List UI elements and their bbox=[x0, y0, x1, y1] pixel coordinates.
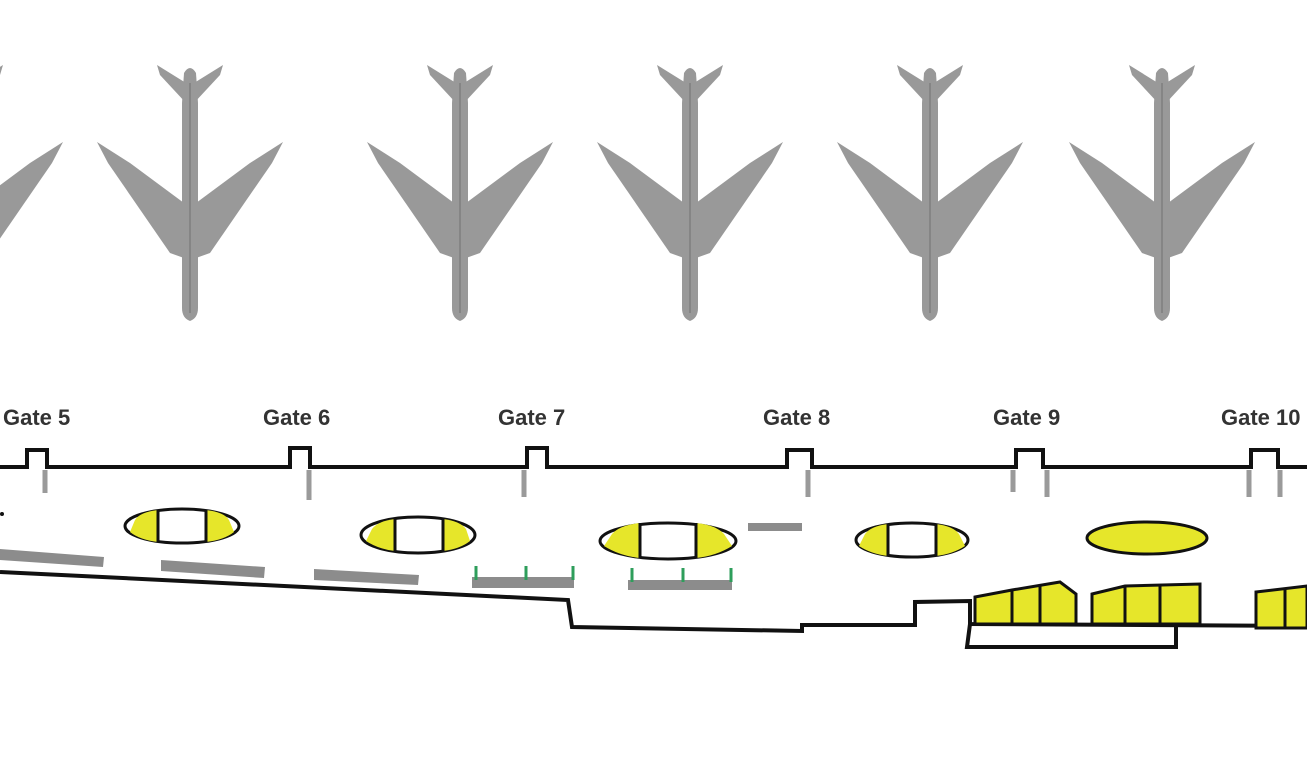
gate-labels: Gate 5 Gate 6 Gate 7 Gate 8 Gate 9 Gate … bbox=[3, 405, 1301, 430]
terminal-wall-bottom bbox=[0, 570, 1307, 634]
jet-bridges bbox=[42, 470, 1283, 500]
retail-units bbox=[973, 580, 1307, 630]
seating-pod-icon bbox=[854, 521, 970, 559]
airplane-icon bbox=[1069, 65, 1255, 321]
airplane-icon bbox=[97, 65, 283, 321]
gate-label: Gate 9 bbox=[993, 405, 1060, 430]
airplane-icon bbox=[0, 65, 63, 321]
retail-unit-icon bbox=[1254, 584, 1307, 630]
queue-posts bbox=[474, 566, 733, 582]
seating-pod-icon bbox=[359, 515, 477, 555]
gate-label: Gate 5 bbox=[3, 405, 70, 430]
gate-label: Gate 7 bbox=[498, 405, 565, 430]
retail-unit-icon bbox=[1090, 582, 1202, 626]
seating-pod-icon bbox=[598, 521, 738, 561]
gate-label: Gate 6 bbox=[263, 405, 330, 430]
airplane-icon bbox=[837, 65, 1023, 321]
aircraft-row bbox=[0, 65, 1255, 321]
counters bbox=[0, 523, 802, 590]
retail-unit-icon bbox=[973, 580, 1078, 626]
gate-label: Gate 10 bbox=[1221, 405, 1301, 430]
service-bay bbox=[964, 623, 1178, 649]
wall-marker bbox=[0, 512, 4, 516]
terminal-wall-top bbox=[0, 446, 1307, 469]
seating-pod-icon bbox=[1085, 520, 1209, 556]
gate-label: Gate 8 bbox=[763, 405, 830, 430]
airplane-icon bbox=[367, 65, 553, 321]
seating-pod-icon bbox=[123, 507, 241, 545]
airplane-icon bbox=[597, 65, 783, 321]
seating-pods bbox=[123, 507, 1209, 561]
